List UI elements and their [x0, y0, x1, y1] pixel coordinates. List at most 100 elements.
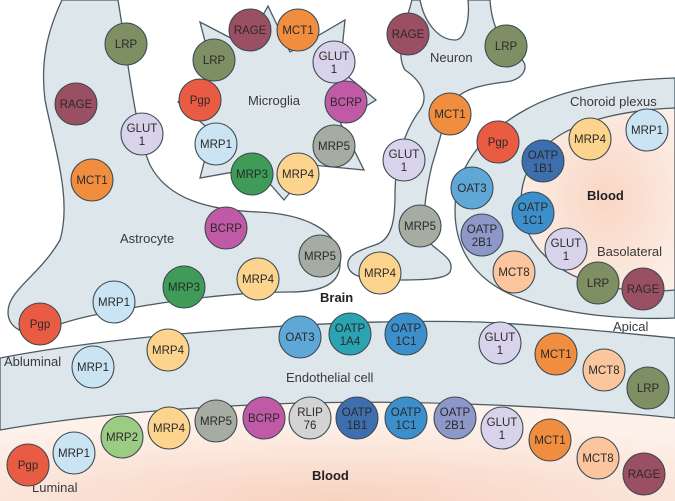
transporter-label: LRP	[637, 383, 660, 395]
transporter-label: MCT1	[76, 175, 107, 187]
transporter-circle	[228, 8, 272, 52]
transporter-circle	[6, 443, 50, 487]
transporter-circle	[230, 152, 274, 196]
transporter-circle	[70, 158, 114, 202]
transporter-circle	[312, 124, 356, 168]
transporter-label: OAT3	[457, 183, 486, 195]
transporter-ab-mct1: MCT1	[534, 332, 578, 376]
transporter-label: 1B1	[533, 163, 553, 175]
transporter-label: 1C1	[522, 215, 543, 227]
transporter-label: 1C1	[395, 420, 416, 432]
apical-label: Apical	[613, 319, 649, 334]
transporter-label: MRP3	[168, 282, 200, 294]
transporter-lu-bcrp: BCRP	[242, 396, 286, 440]
transporter-circle	[204, 206, 248, 250]
transporter-circle	[382, 138, 426, 182]
astrocyte-label: Astrocyte	[120, 231, 174, 246]
transporter-label: RAGE	[628, 469, 661, 481]
transporter-ast-mrp1: MRP1	[92, 280, 136, 324]
transporter-label: OATP	[518, 202, 549, 214]
transporter-circle	[146, 328, 190, 372]
transporter-circle	[358, 251, 402, 295]
basolateral-label: Basolateral	[597, 244, 662, 259]
transporter-circle	[276, 8, 320, 52]
transporter-circle	[544, 227, 588, 271]
transporter-lu-mrp1: MRP1	[52, 431, 96, 475]
transporter-label: MRP4	[152, 345, 185, 357]
transporter-label: 1	[563, 251, 569, 263]
transporter-circle	[100, 415, 144, 459]
endothelial-cell-label: Endothelial cell	[286, 370, 374, 385]
transporter-label: MRP4	[574, 134, 607, 146]
transporter-label: MRP1	[58, 448, 90, 460]
transporter-ast-mct1: MCT1	[70, 158, 114, 202]
transporter-cp-pgp: Pgp	[476, 120, 520, 164]
transporter-ast-mrp5: MRP5	[298, 234, 342, 278]
transporter-label: LRP	[587, 278, 610, 290]
transporter-label: MCT1	[534, 435, 565, 447]
transporter-neu-lrp: LRP	[484, 24, 528, 68]
transporter-circle	[335, 396, 379, 440]
transporter-circle	[511, 191, 555, 235]
transporter-ast-mrp3: MRP3	[162, 265, 206, 309]
transporter-label: Pgp	[190, 95, 210, 107]
astrocyte-cell	[7, 0, 341, 334]
transporter-circle	[384, 396, 428, 440]
transporter-circle	[528, 418, 572, 462]
transporter-circle	[386, 12, 430, 56]
transporter-label: RAGE	[392, 29, 425, 41]
transporter-circle	[162, 265, 206, 309]
transporter-label: Pgp	[30, 319, 50, 331]
transporter-ab-oat3: OAT3	[278, 315, 322, 359]
transporter-circle	[450, 166, 494, 210]
choroid-plexus-label: Choroid plexus	[570, 94, 657, 109]
transporter-label: BCRP	[210, 223, 242, 235]
transporter-mg-mrp3: MRP3	[230, 152, 274, 196]
transporter-circle	[147, 406, 191, 450]
transporter-label: LRP	[115, 39, 138, 51]
transporter-circle	[278, 315, 322, 359]
transporter-label: 1	[139, 136, 145, 148]
transporter-label: OATP	[467, 224, 498, 236]
transporter-circle	[194, 122, 238, 166]
transporter-label: 76	[304, 420, 317, 432]
transporter-label: MRP3	[236, 169, 268, 181]
transporter-label: 1	[331, 64, 337, 76]
transporter-label: LRP	[203, 55, 226, 67]
transporter-neu-rage: RAGE	[386, 12, 430, 56]
transporter-ast-bcrp: BCRP	[204, 206, 248, 250]
transporter-label: BCRP	[248, 413, 280, 425]
transporter-circle	[71, 345, 115, 389]
transporter-label: MRP5	[304, 251, 336, 263]
transporter-label: 1	[497, 345, 503, 357]
transporter-circle	[433, 396, 477, 440]
transporter-mg-mrp1: MRP1	[194, 122, 238, 166]
transporter-circle	[428, 92, 472, 136]
transporter-circle	[298, 234, 342, 278]
transporter-mg-mrp5: MRP5	[312, 124, 356, 168]
transporter-circle	[120, 112, 164, 156]
transporter-mg-mrp4: MRP4	[276, 152, 320, 196]
transporter-label: MRP2	[106, 432, 138, 444]
transporter-mg-rage: RAGE	[228, 8, 272, 52]
transporter-label: 1B1	[347, 420, 367, 432]
transporter-label: MCT1	[282, 25, 313, 37]
transporter-circle	[92, 280, 136, 324]
transporter-circle	[626, 366, 670, 410]
blood-choroid-label: Blood	[587, 188, 624, 203]
transporter-circle	[478, 321, 522, 365]
transporter-label: LRP	[495, 41, 518, 53]
transporter-label: MRP4	[364, 268, 397, 280]
transporter-mg-pgp: Pgp	[178, 78, 222, 122]
